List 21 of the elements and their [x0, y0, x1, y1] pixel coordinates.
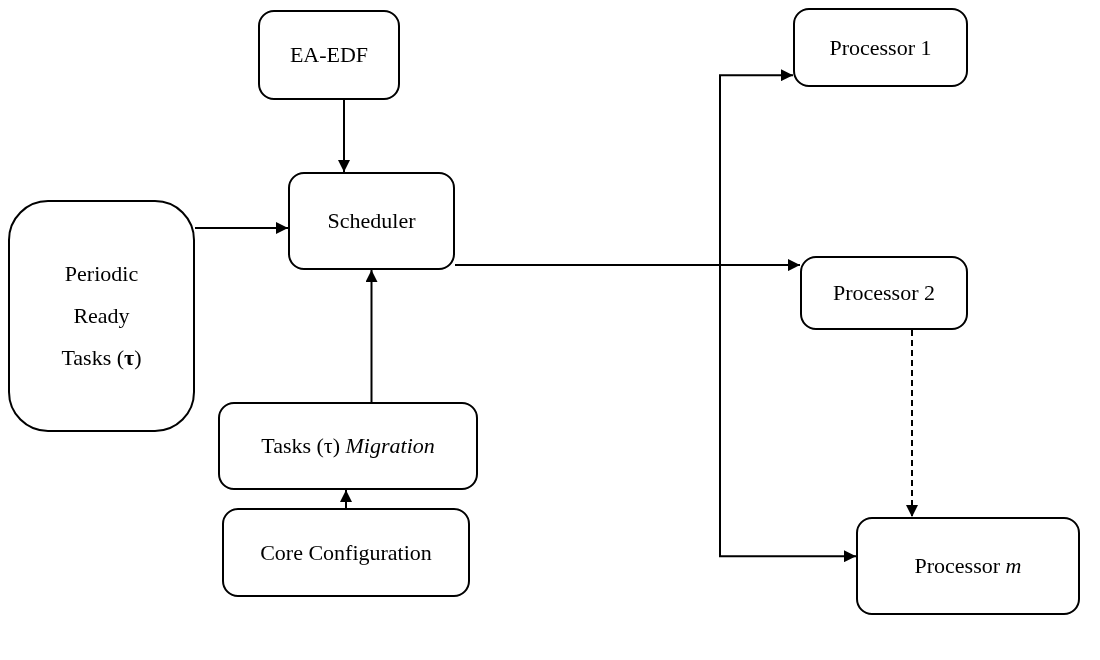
box-label: Periodic Ready Tasks (τ)	[60, 260, 143, 372]
process-box	[218, 402, 478, 490]
arrow	[194, 222, 289, 234]
process-box	[8, 200, 195, 432]
box-label: Processor 1	[828, 33, 933, 62]
process-box	[800, 256, 968, 330]
box-label: Core Configuration	[259, 538, 433, 567]
box-label: EA-EDF	[288, 41, 370, 70]
process-box	[856, 517, 1080, 615]
process-box	[288, 172, 455, 270]
process-box	[222, 508, 470, 597]
process-box	[258, 10, 400, 100]
box-label: Tasks (τ) Migration	[260, 432, 436, 461]
box-label: Processor 2	[831, 279, 936, 308]
box-label: Scheduler	[326, 207, 417, 236]
arrow	[340, 489, 352, 509]
arrow	[906, 329, 918, 518]
box-label: Processor m	[913, 552, 1023, 581]
process-box	[793, 8, 968, 87]
arrow	[365, 269, 378, 403]
arrow	[338, 99, 350, 173]
